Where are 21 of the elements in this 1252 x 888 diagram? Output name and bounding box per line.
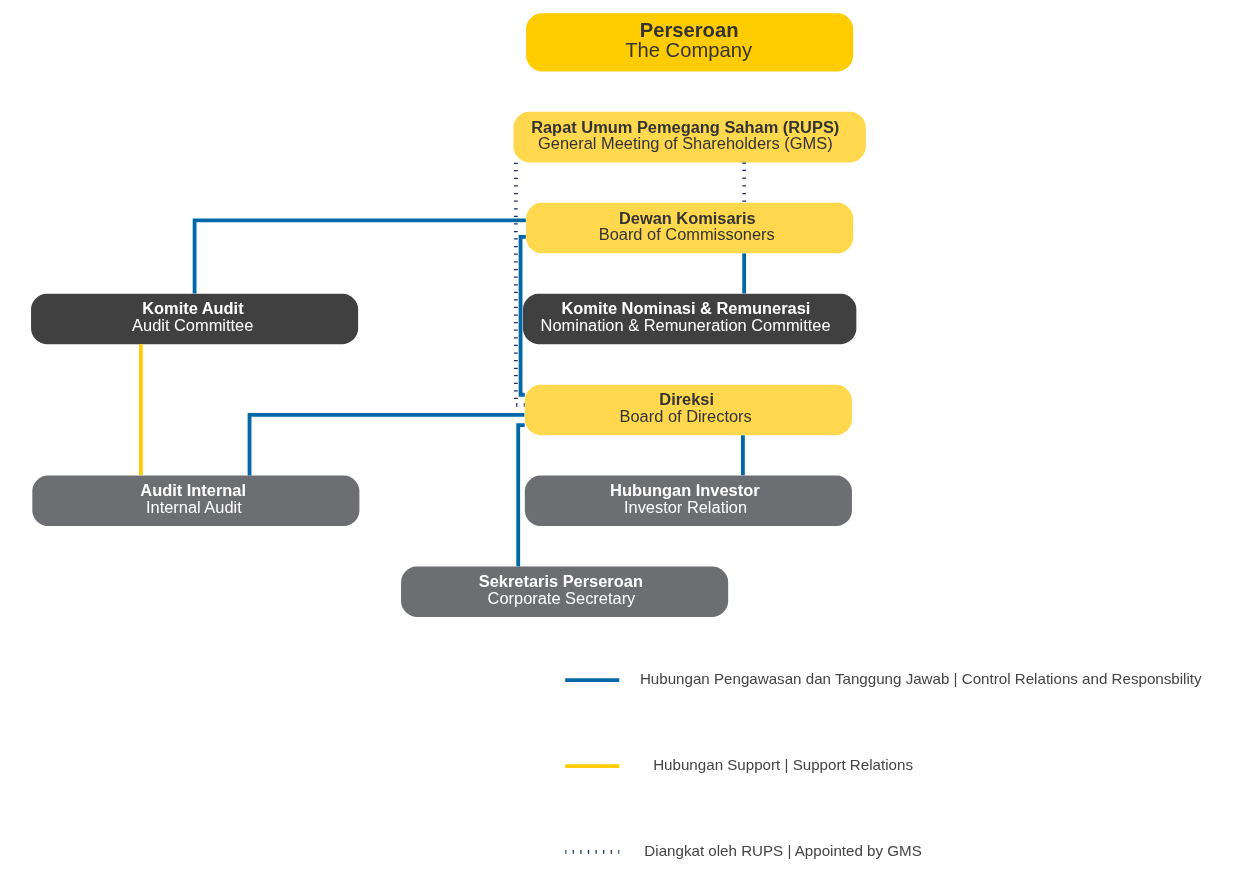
legend-label: Hubungan Pengawasan dan Tanggung Jawab | Control Relations and Responsbility: [639, 670, 1202, 688]
connector: [741, 162, 746, 203]
node-box: Sekretaris Perseroan Corporate Secretary: [400, 566, 728, 617]
connector: [247, 413, 524, 476]
connector: [518, 235, 526, 397]
node-box: Dewan Komisaris Board of Commissoners: [525, 202, 853, 254]
legend-label: Diangkat oleh RUPS | Appointed by GMS: [643, 841, 922, 859]
node-box: Rapat Umum Pemegang Saham (RUPS) General Meeting of Shareholders (GMS): [512, 111, 866, 163]
legend-label: Hubungan Support | Support Relations: [652, 755, 913, 773]
node-box: Perseroan The Company: [525, 13, 853, 72]
connector: [515, 423, 525, 567]
node-box: Hubungan Investor Investor Relation: [524, 475, 852, 527]
node-box: Komite Nominasi & Remunerasi Nomination & Remuneration Committee: [522, 293, 856, 345]
connector: [741, 253, 746, 294]
node-box: Direksi Board of Directors: [524, 384, 852, 436]
node-box: Komite Audit Audit Committee: [30, 293, 358, 345]
connector: [138, 344, 143, 476]
connector: [740, 435, 745, 476]
node-box: Audit Internal Internal Audit: [31, 475, 359, 527]
connector: [513, 162, 525, 407]
connector: [192, 218, 526, 294]
